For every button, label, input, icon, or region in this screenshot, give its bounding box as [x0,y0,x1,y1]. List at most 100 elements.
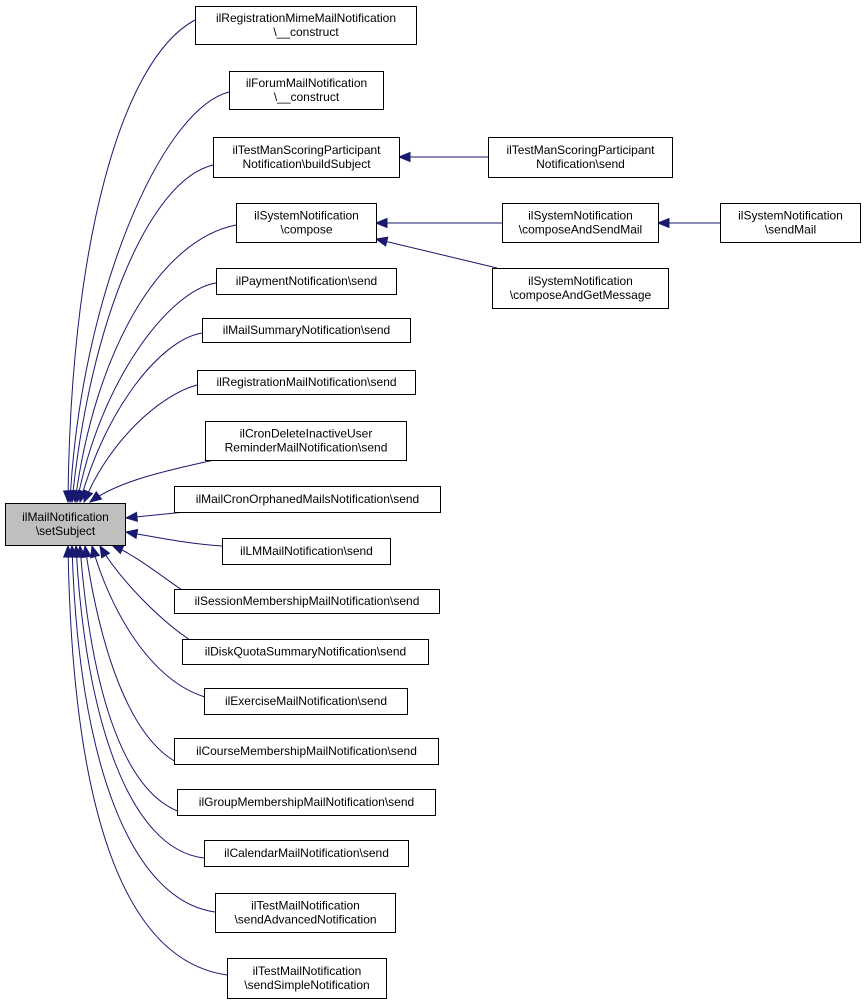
edge-line [83,384,198,503]
node-box [202,318,411,343]
node-box [227,958,387,999]
node-box [222,538,391,565]
node-sys_cag[interactable]: ilSystemNotification\composeAndGetMessag… [492,268,669,309]
edge-forum-to-root [65,91,230,504]
node-label-line: ilDiskQuotaSummaryNotification\send [205,645,406,659]
edge-arrowhead [124,511,138,523]
edge-testman_send-to-testman [397,151,488,163]
edges-layer [62,19,720,976]
node-box [195,6,417,45]
edge-arrowhead [656,217,670,229]
node-label-line: \sendSimpleNotification [244,978,369,992]
edge-line [79,332,203,503]
edge-disk-to-root [99,544,191,641]
edge-arrowhead [90,544,101,559]
node-label-line: ilTestMailNotification [251,899,360,913]
node-root[interactable]: ilMailNotification\setSubject [5,503,126,546]
node-testsimple[interactable]: ilTestMailNotification\sendSimpleNotific… [227,958,387,999]
node-box [182,639,429,665]
node-regmime[interactable]: ilRegistrationMimeMailNotification\__con… [195,6,417,45]
node-payment[interactable]: ilPaymentNotification\send [216,268,397,295]
edge-line [91,545,206,698]
node-box [720,203,861,243]
edge-arrowhead [397,151,411,163]
node-label-line: ilSystemNotification [738,209,843,223]
edge-sys_cag-to-sys_compose [374,236,498,269]
edge-line [385,240,498,269]
edge-sys_cas-to-sys_compose [374,217,502,229]
edge-arrowhead [124,528,139,540]
node-label-line: ilCronDeleteInactiveUser [240,427,373,441]
edge-line [69,91,230,503]
node-box [502,203,659,243]
node-label-line: ilMailSummaryNotification\send [223,323,390,337]
edge-line [67,545,228,976]
node-orphaned[interactable]: ilMailCronOrphanedMailsNotification\send [174,486,441,513]
node-label-line: ilSystemNotification [528,209,633,223]
edge-lm-to-root [124,528,223,547]
node-box [177,789,436,816]
node-box [5,503,126,546]
node-label-line: \composeAndGetMessage [510,288,652,302]
node-label-line: \setSubject [36,524,96,538]
node-box [236,203,377,243]
edge-arrowhead [99,544,111,559]
node-summary[interactable]: ilMailSummaryNotification\send [202,318,411,343]
node-session[interactable]: ilSessionMembershipMailNotification\send [174,589,440,614]
node-box [204,688,408,715]
node-box [492,268,669,309]
node-lm[interactable]: ilLMMailNotification\send [222,538,391,565]
edge-line [89,459,215,503]
node-label-line: ilSessionMembershipMailNotification\send [195,594,420,608]
node-label-line: Notification\send [536,157,625,171]
edge-exercise-to-root [90,544,206,698]
node-regmail[interactable]: ilRegistrationMailNotification\send [197,370,416,395]
node-label-line: ilMailCronOrphanedMailsNotification\send [196,492,419,506]
node-label-line: \sendMail [765,223,816,237]
node-sys_cas[interactable]: ilSystemNotification\composeAndSendMail [502,203,659,243]
node-label-line: ilLMMailNotification\send [240,544,373,558]
edge-crondel-to-root [88,459,215,503]
edge-arrowhead [88,490,103,503]
edge-sys_sendmail-to-sys_cas [656,217,720,229]
node-label-line: ilTestManScoringParticipant [506,143,655,157]
node-group[interactable]: ilGroupMembershipMailNotification\send [177,789,436,816]
node-label-line: ilExerciseMailNotification\send [225,694,387,708]
node-crondel[interactable]: ilCronDeleteInactiveUserReminderMailNoti… [205,421,407,461]
edge-line [67,19,196,503]
node-box [216,268,397,295]
edge-line [76,282,217,503]
node-box [488,137,673,178]
edge-regmime-to-root [62,19,196,504]
node-sys_compose[interactable]: ilSystemNotification\compose [236,203,377,243]
edge-testman-to-root [67,164,214,504]
node-label-line: ilTestMailNotification [253,964,362,978]
edge-line [79,545,181,813]
node-label-line: \compose [280,223,332,237]
node-testman[interactable]: ilTestManScoringParticipantNotification\… [213,137,400,178]
node-testadv[interactable]: ilTestMailNotification\sendAdvancedNotif… [215,893,396,933]
nodes-layer: ilMailNotification\setSubject ilRegistrat… [5,6,861,999]
node-forum[interactable]: ilForumMailNotification\__construct [229,71,384,110]
edge-arrowhead [374,217,388,229]
node-label-line: \__construct [273,25,339,39]
node-disk[interactable]: ilDiskQuotaSummaryNotification\send [182,639,429,665]
node-box [205,421,407,461]
node-label-line: ilMailNotification [22,510,109,524]
node-label-line: \composeAndSendMail [519,223,642,237]
node-label-line: ilCourseMembershipMailNotification\send [196,744,417,758]
node-calendar[interactable]: ilCalendarMailNotification\send [204,840,409,867]
edge-line [71,164,214,503]
node-sys_sendmail[interactable]: ilSystemNotification\sendMail [720,203,861,243]
edge-line [84,545,181,765]
edge-testsimple-to-root [62,544,228,976]
node-label-line: ilForumMailNotification [246,76,367,90]
node-label-line: ReminderMailNotification\send [225,441,388,455]
edge-line [71,545,216,913]
node-exercise[interactable]: ilExerciseMailNotification\send [204,688,408,715]
edge-line [125,531,223,547]
node-label-line: ilPaymentNotification\send [236,274,377,288]
node-course[interactable]: ilCourseMembershipMailNotification\send [174,738,439,765]
node-box [197,370,416,395]
node-testman_send[interactable]: ilTestManScoringParticipantNotification\… [488,137,673,178]
